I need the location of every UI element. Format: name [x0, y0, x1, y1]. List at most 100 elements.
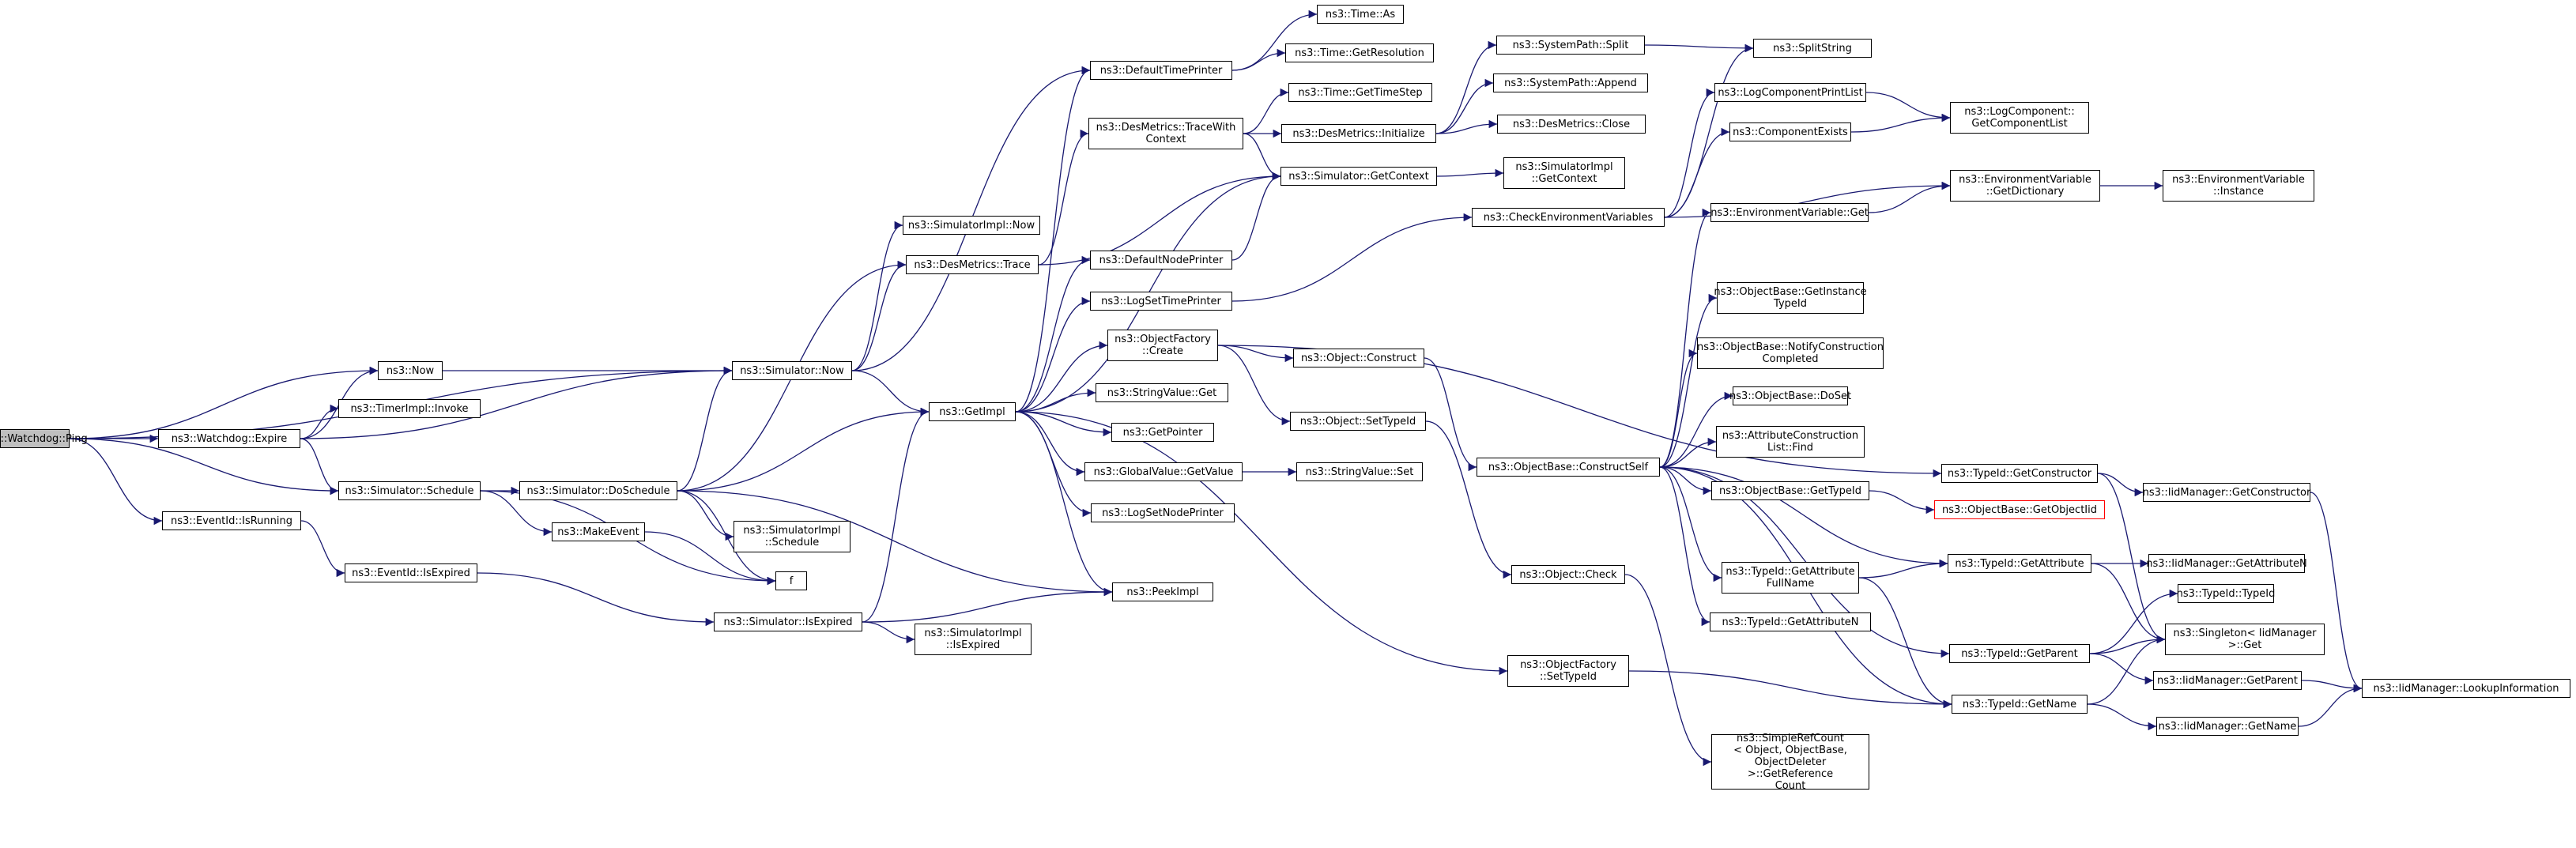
- node-globalvalue-getvalue[interactable]: ns3::GlobalValue::GetValue: [1084, 462, 1243, 481]
- node-sim-now[interactable]: ns3::Simulator::Now: [732, 361, 852, 380]
- edge-checkenvvars-to-logcomponentprintlist: [1664, 88, 1715, 218]
- edge-desmetrics-trace-to-desmetrics-tracewithcontext: [1038, 129, 1089, 266]
- edge-objectbase-constructself-to-objectbase-notifyconstructioncompleted: [1659, 349, 1698, 468]
- node-simimpl-getcontext[interactable]: ns3::SimulatorImpl ::GetContext: [1503, 157, 1625, 189]
- node-objectbase-constructself[interactable]: ns3::ObjectBase::ConstructSelf: [1477, 458, 1660, 477]
- node-logcomponent-getcomponentlist[interactable]: ns3::LogComponent:: GetComponentList: [1950, 102, 2089, 134]
- node-envvar-get[interactable]: ns3::EnvironmentVariable::Get: [1710, 203, 1869, 222]
- node-systempath-split[interactable]: ns3::SystemPath::Split: [1496, 36, 1645, 55]
- node-objectbase-getinstancetypeid[interactable]: ns3::ObjectBase::GetInstance TypeId: [1714, 282, 1867, 314]
- node-envvar-getdictionary[interactable]: ns3::EnvironmentVariable ::GetDictionary: [1950, 170, 2100, 202]
- node-expire[interactable]: ns3::Watchdog::Expire: [158, 429, 300, 448]
- node-singleton-get[interactable]: ns3::Singleton< IidManager >::Get: [2165, 624, 2325, 655]
- node-object-settypeid[interactable]: ns3::Object::SetTypeId: [1290, 412, 1426, 431]
- edge-ping-to-sim-schedule: [69, 438, 339, 496]
- node-eventid-isrunning[interactable]: ns3::EventId::IsRunning: [162, 511, 301, 530]
- node-defaultnodeprinter[interactable]: ns3::DefaultNodePrinter: [1090, 251, 1232, 269]
- edge-getimpl-to-globalvalue-getvalue: [1015, 411, 1085, 477]
- node-sim-doschedule[interactable]: ns3::Simulator::DoSchedule: [519, 481, 677, 500]
- edge-expire-to-timerimpl-invoke: [300, 404, 339, 439]
- node-typeid-getattributefullname[interactable]: ns3::TypeId::GetAttribute FullName: [1722, 562, 1859, 594]
- node-typeid-getparent[interactable]: ns3::TypeId::GetParent: [1949, 644, 2090, 663]
- node-sim-isexpired[interactable]: ns3::Simulator::IsExpired: [714, 612, 862, 631]
- node-ping[interactable]: ns3::Watchdog::Ping: [0, 429, 88, 448]
- node-systempath-append[interactable]: ns3::SystemPath::Append: [1493, 73, 1648, 92]
- edge-ping-to-eventid-isrunning: [69, 438, 163, 526]
- node-objectbase-gettypeid[interactable]: ns3::ObjectBase::GetTypeId: [1711, 481, 1869, 500]
- edge-sim-getcontext-to-simimpl-getcontext: [1436, 168, 1504, 178]
- node-componentexists[interactable]: ns3::ComponentExists: [1729, 122, 1851, 141]
- node-makeevent[interactable]: ns3::MakeEvent: [552, 522, 645, 541]
- node-checkenvvars[interactable]: ns3::CheckEnvironmentVariables: [1472, 208, 1665, 227]
- node-simplerefcount-getreferencecount[interactable]: ns3::SimpleRefCount < Object, ObjectBase…: [1711, 733, 1869, 792]
- node-simimpl-schedule[interactable]: ns3::SimulatorImpl ::Schedule: [734, 521, 850, 552]
- node-objectfactory-settypeid[interactable]: ns3::ObjectFactory ::SetTypeId: [1507, 655, 1629, 687]
- node-typeid-typeid[interactable]: ns3::TypeId::TypeId: [2177, 584, 2275, 603]
- node-f[interactable]: f: [775, 571, 807, 590]
- edge-getimpl-to-objectfactory-create: [1015, 341, 1108, 413]
- node-typeid-getattributen[interactable]: ns3::TypeId::GetAttributeN: [1710, 612, 1871, 631]
- edge-getimpl-to-getpointer: [1015, 411, 1112, 437]
- node-now[interactable]: ns3::Now: [378, 361, 443, 380]
- edge-sim-doschedule-to-peekimpl: [677, 490, 1113, 597]
- edge-typeid-getparent-to-iidmanager-getparent: [2089, 653, 2154, 685]
- edge-componentexists-to-logcomponent-getcomponentlist: [1850, 113, 1951, 133]
- node-logsetnodeprinter[interactable]: ns3::LogSetNodePrinter: [1091, 503, 1235, 522]
- node-stringvalue-set[interactable]: ns3::StringValue::Set: [1296, 462, 1423, 481]
- node-peekimpl[interactable]: ns3::PeekImpl: [1112, 582, 1213, 601]
- edge-checkenvvars-to-componentexists: [1664, 127, 1730, 218]
- node-objectfactory-create[interactable]: ns3::ObjectFactory ::Create: [1107, 330, 1218, 361]
- edge-typeid-getname-to-singleton-get: [2087, 635, 2166, 705]
- node-typeid-getconstructor[interactable]: ns3::TypeId::GetConstructor: [1941, 464, 2098, 483]
- node-attributeconstructionlist-find[interactable]: ns3::AttributeConstruction List::Find: [1716, 426, 1865, 458]
- node-iidmanager-getparent[interactable]: ns3::IidManager::GetParent: [2153, 671, 2302, 690]
- node-iidmanager-lookupinformation[interactable]: ns3::IidManager::LookupInformation: [2362, 679, 2570, 698]
- node-typeid-getname[interactable]: ns3::TypeId::GetName: [1952, 695, 2088, 714]
- node-envvar-instance[interactable]: ns3::EnvironmentVariable ::Instance: [2163, 170, 2314, 202]
- edge-sim-doschedule-to-sim-now: [677, 366, 733, 492]
- node-logsettimeprinter[interactable]: ns3::LogSetTimePrinter: [1090, 292, 1232, 311]
- edge-getimpl-to-stringvalue-get: [1015, 388, 1096, 413]
- edge-objectbase-constructself-to-envvar-get: [1659, 208, 1711, 468]
- node-stringvalue-get[interactable]: ns3::StringValue::Get: [1096, 383, 1228, 402]
- node-eventid-isexpired[interactable]: ns3::EventId::IsExpired: [345, 563, 477, 582]
- edge-iidmanager-getname-to-iidmanager-lookupinformation: [2298, 684, 2363, 727]
- edge-typeid-getname-to-iidmanager-getname: [2087, 703, 2157, 731]
- edge-iidmanager-getparent-to-iidmanager-lookupinformation: [2301, 680, 2363, 693]
- node-time-getresolution[interactable]: ns3::Time::GetResolution: [1285, 43, 1434, 62]
- edge-object-construct-to-objectbase-constructself: [1424, 357, 1477, 472]
- edge-envvar-get-to-envvar-getdictionary: [1868, 181, 1951, 213]
- edge-desmetrics-tracewithcontext-to-time-gettimestep: [1243, 88, 1289, 134]
- node-sim-schedule[interactable]: ns3::Simulator::Schedule: [338, 481, 481, 500]
- node-iidmanager-getattributen[interactable]: ns3::IidManager::GetAttributeN: [2146, 554, 2307, 573]
- node-desmetrics-initialize[interactable]: ns3::DesMetrics::Initialize: [1281, 124, 1436, 143]
- node-iidmanager-getconstructor[interactable]: ns3::IidManager::GetConstructor: [2143, 483, 2310, 502]
- node-timerimpl-invoke[interactable]: ns3::TimerImpl::Invoke: [338, 399, 481, 418]
- node-desmetrics-tracewithcontext[interactable]: ns3::DesMetrics::TraceWith Context: [1088, 118, 1243, 149]
- node-iidmanager-getname[interactable]: ns3::IidManager::GetName: [2156, 717, 2299, 736]
- node-simimpl-isexpired[interactable]: ns3::SimulatorImpl ::IsExpired: [915, 624, 1032, 655]
- node-defaulttimeprinter[interactable]: ns3::DefaultTimePrinter: [1090, 61, 1232, 80]
- node-objectbase-notifyconstructioncompleted[interactable]: ns3::ObjectBase::NotifyConstruction Comp…: [1697, 337, 1884, 369]
- edge-sim-isexpired-to-getimpl: [862, 407, 930, 623]
- node-getimpl[interactable]: ns3::GetImpl: [929, 402, 1016, 421]
- edge-objectbase-constructself-to-objectbase-getinstancetypeid: [1659, 293, 1718, 468]
- node-objectbase-doset[interactable]: ns3::ObjectBase::DoSet: [1729, 386, 1851, 405]
- node-logcomponentprintlist[interactable]: ns3::LogComponentPrintList: [1714, 83, 1866, 102]
- edge-iidmanager-getconstructor-to-iidmanager-lookupinformation: [2310, 492, 2363, 693]
- edge-desmetrics-initialize-to-desmetrics-close: [1435, 119, 1498, 134]
- edge-objectbase-constructself-to-attributeconstructionlist-find: [1659, 437, 1717, 468]
- node-typeid-getattribute[interactable]: ns3::TypeId::GetAttribute: [1948, 554, 2091, 573]
- node-objectbase-getobjectiid[interactable]: ns3::ObjectBase::GetObjectIid: [1934, 500, 2105, 519]
- node-time-gettimestep[interactable]: ns3::Time::GetTimeStep: [1288, 83, 1432, 102]
- edge-objectbase-constructself-to-typeid-getparent: [1659, 466, 1950, 658]
- node-object-construct[interactable]: ns3::Object::Construct: [1293, 349, 1424, 367]
- node-simimpl-now[interactable]: ns3::SimulatorImpl::Now: [903, 216, 1040, 235]
- node-time-as[interactable]: ns3::Time::As: [1317, 5, 1404, 24]
- node-sim-getcontext[interactable]: ns3::Simulator::GetContext: [1280, 167, 1437, 186]
- node-desmetrics-close[interactable]: ns3::DesMetrics::Close: [1497, 115, 1646, 134]
- node-object-check[interactable]: ns3::Object::Check: [1511, 565, 1625, 584]
- node-splitstring[interactable]: ns3::SplitString: [1753, 39, 1872, 58]
- node-desmetrics-trace[interactable]: ns3::DesMetrics::Trace: [906, 255, 1039, 274]
- node-getpointer[interactable]: ns3::GetPointer: [1111, 423, 1214, 442]
